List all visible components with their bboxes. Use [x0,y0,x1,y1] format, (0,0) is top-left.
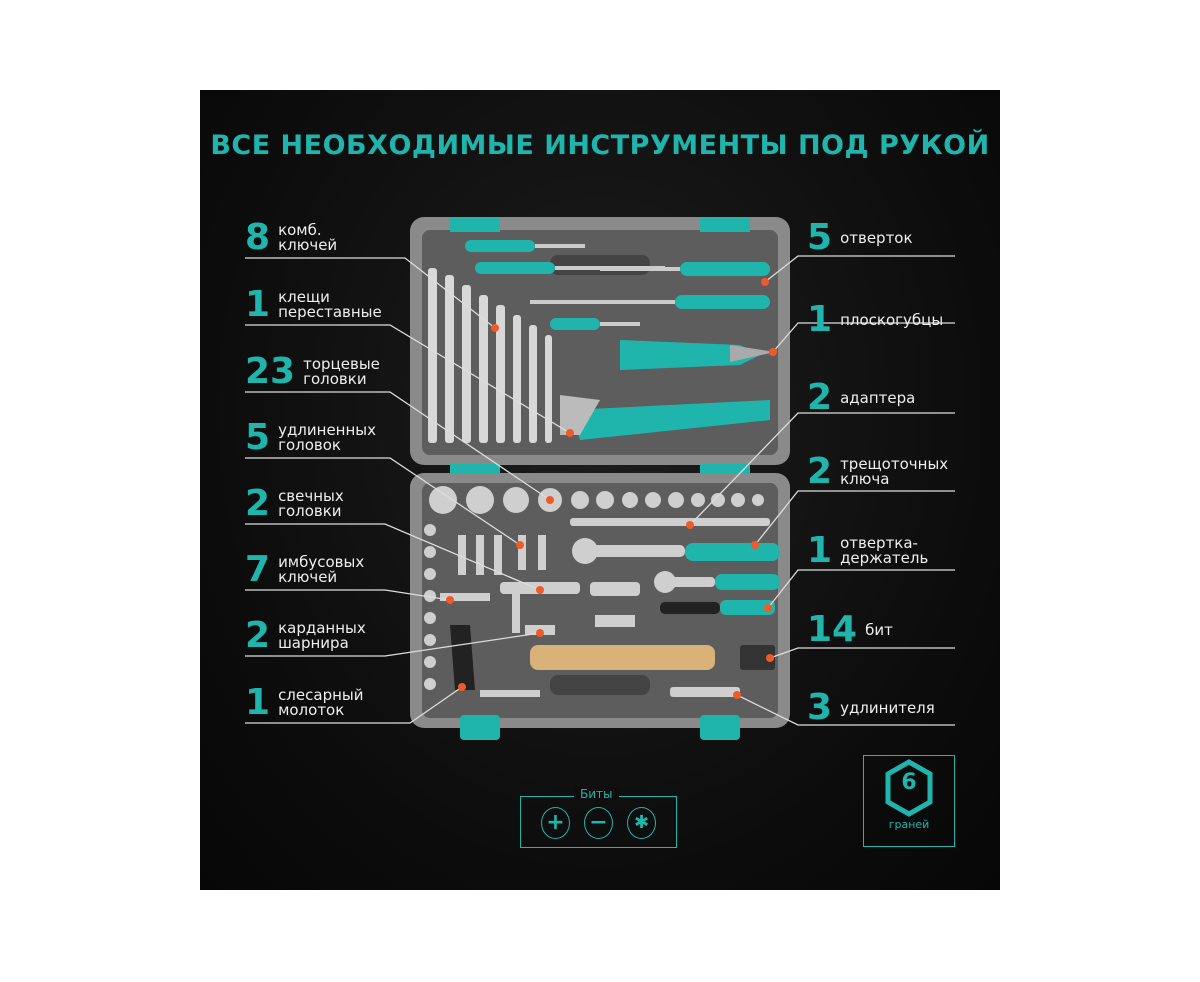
screwdrivers [465,240,770,330]
hammer [450,625,715,690]
pliers [560,340,775,440]
leader-lines [245,255,955,726]
marker-dots [446,278,777,699]
sockets [424,486,775,697]
six-point-badge: 6 граней [863,755,955,847]
page-title: ВСЕ НЕОБХОДИМЫЕ ИНСТРУМЕНТЫ ПОД РУКОЙ [210,130,990,161]
combination-wrenches [428,268,552,443]
hexagon-icon [885,759,933,817]
phillips-bit-icon: + [541,807,570,839]
torx-bit-icon: ✱ [627,807,656,839]
tool-case-illustration [245,217,955,740]
slotted-bit-icon: − [584,807,613,839]
bits-types-box: Биты + − ✱ [520,787,677,848]
infographic-panel: ВСЕ НЕОБХОДИМЫЕ ИНСТРУМЕНТЫ ПОД РУКОЙ [200,90,1000,890]
ratchets [572,538,780,615]
